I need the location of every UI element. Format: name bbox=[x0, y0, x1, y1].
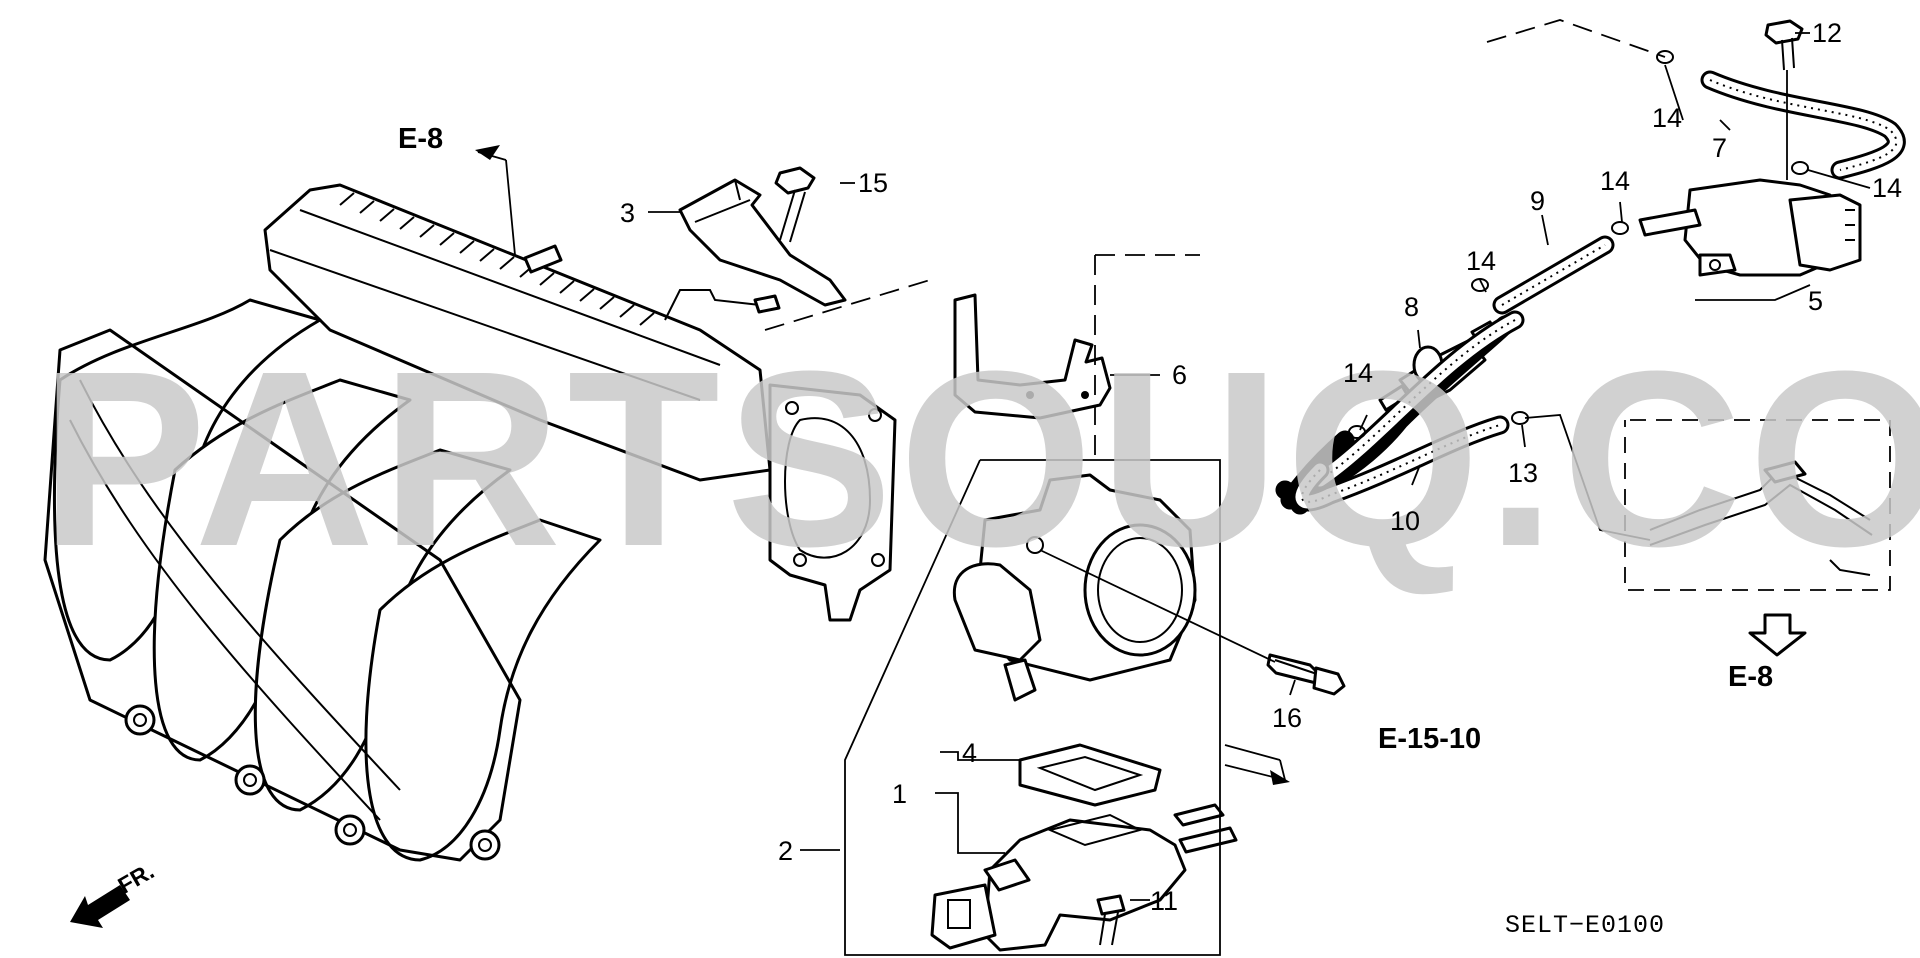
part-7-hose bbox=[1700, 70, 1906, 180]
callout-5: 5 bbox=[1808, 286, 1823, 316]
callout-9: 9 bbox=[1530, 186, 1545, 216]
callout-12: 12 bbox=[1812, 18, 1842, 48]
down-arrow-icon bbox=[1748, 613, 1807, 657]
callout-8: 8 bbox=[1404, 292, 1419, 322]
callout-14a: 14 bbox=[1652, 103, 1682, 133]
watermark: PARTSOUQ.COM bbox=[40, 319, 1920, 598]
assembly-2-outline bbox=[844, 459, 1221, 956]
callout-10: 10 bbox=[1390, 506, 1420, 536]
callout-4: 4 bbox=[962, 738, 977, 768]
callout-14e: 14 bbox=[1343, 358, 1373, 388]
ref-e-15-10: E-15-10 bbox=[1378, 723, 1481, 755]
callout-leaders bbox=[648, 32, 1871, 901]
callout-labels: 1 2 3 4 5 6 7 8 9 10 11 12 13 14 14 14 1… bbox=[620, 18, 1902, 916]
callout-14d: 14 bbox=[1466, 246, 1496, 276]
hose-10-lower bbox=[1292, 415, 1510, 512]
part-15-bolt bbox=[774, 166, 816, 243]
front-arrow-icon bbox=[70, 885, 130, 928]
arrow-to-e-15-10 bbox=[1224, 744, 1290, 785]
pipe-assembly-dashed-box bbox=[1624, 419, 1891, 591]
arrow-to-e-8-top bbox=[475, 145, 516, 256]
callout-3: 3 bbox=[620, 198, 635, 228]
intake-manifold bbox=[43, 183, 897, 862]
diagram-code: SELT−E0100 bbox=[1505, 911, 1665, 940]
part-4-gasket bbox=[1018, 743, 1162, 807]
part-6-bracket bbox=[953, 293, 1112, 420]
callout-11: 11 bbox=[1150, 886, 1178, 916]
throttle-body bbox=[952, 473, 1197, 702]
part-1-iac-valve bbox=[930, 803, 1238, 952]
clamps bbox=[1348, 50, 1809, 439]
part-16-bolt bbox=[1266, 653, 1346, 696]
part-3-clip bbox=[678, 178, 847, 307]
callout-2: 2 bbox=[778, 836, 793, 866]
callout-7: 7 bbox=[1712, 133, 1727, 163]
part-5-solenoid-valve bbox=[1638, 178, 1862, 277]
part-11-screw bbox=[1096, 894, 1126, 946]
part-9-hose bbox=[1492, 235, 1615, 315]
callout-15: 15 bbox=[858, 168, 888, 198]
ref-e-8-bottom: E-8 bbox=[1728, 661, 1773, 693]
callout-1: 1 bbox=[892, 779, 907, 809]
callout-13: 13 bbox=[1508, 458, 1538, 488]
callout-16: 16 bbox=[1272, 703, 1302, 733]
callout-6: 6 bbox=[1172, 360, 1187, 390]
ref-e-8-top: E-8 bbox=[398, 123, 443, 155]
callout-14b: 14 bbox=[1872, 173, 1902, 203]
part-12-bolt bbox=[1764, 19, 1804, 71]
callout-14c: 14 bbox=[1600, 166, 1630, 196]
